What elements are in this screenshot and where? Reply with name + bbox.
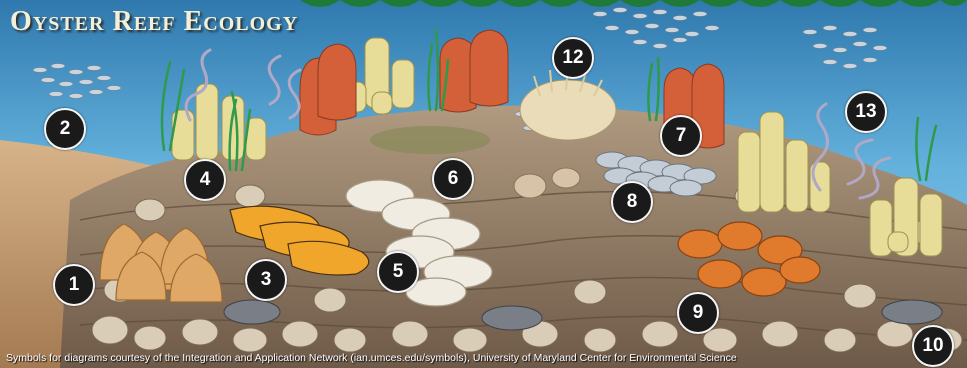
marker-6[interactable]: 6	[432, 158, 474, 200]
marker-12[interactable]: 12	[552, 37, 594, 79]
marker-2[interactable]: 2	[44, 108, 86, 150]
marker-9[interactable]: 9	[677, 292, 719, 334]
marker-8[interactable]: 8	[611, 181, 653, 223]
marker-1[interactable]: 1	[53, 264, 95, 306]
marker-7[interactable]: 7	[660, 115, 702, 157]
marker-10[interactable]: 10	[912, 325, 954, 367]
marker-3[interactable]: 3	[245, 259, 287, 301]
image-credit: Symbols for diagrams courtesy of the Int…	[6, 352, 737, 364]
marker-5[interactable]: 5	[377, 251, 419, 293]
bryozoan-mat	[370, 126, 490, 154]
marker-4[interactable]: 4	[184, 159, 226, 201]
marker-13[interactable]: 13	[845, 91, 887, 133]
page-title: Oyster Reef Ecology	[10, 6, 298, 38]
sea-anemone	[520, 80, 616, 140]
